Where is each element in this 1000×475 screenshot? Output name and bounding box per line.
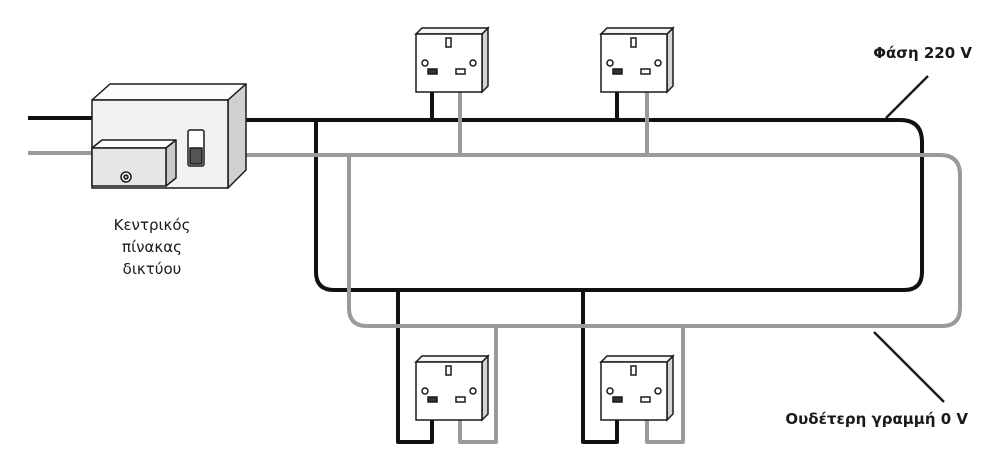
socket-neutral-pin: [455, 68, 466, 75]
live-wires: [28, 74, 924, 444]
neutral-wires: [28, 74, 962, 444]
panel-cover-side: [165, 139, 177, 187]
socket-screw-left: [606, 387, 614, 395]
socket-screw-right: [654, 387, 662, 395]
neutral-drop-bottom-2: [645, 326, 685, 444]
socket-screw-left: [421, 59, 429, 67]
socket-screw-left: [606, 59, 614, 67]
socket-side-face: [481, 26, 489, 94]
socket-neutral-pin: [640, 396, 651, 403]
panel-label-line-2: πίνακας: [122, 238, 182, 256]
socket-screw-right: [469, 59, 477, 67]
panel-cover-knob-inner: [123, 174, 129, 180]
panel-label-line-3: δικτύου: [123, 260, 182, 278]
panel-main-switch-lever: [189, 147, 203, 165]
panel-cover-top: [91, 139, 177, 149]
uk-socket-outlet-icon: [414, 26, 490, 94]
live-label: Φάση 220 V: [873, 44, 972, 62]
socket-live-pin: [427, 68, 438, 75]
socket-side-face: [481, 354, 489, 422]
neutral-drop-bottom-1: [458, 326, 498, 444]
panel-label-line-1: Κεντρικός: [114, 216, 191, 234]
socket-side-face: [666, 26, 674, 94]
panel-top-face: [91, 83, 247, 101]
socket-top-face: [599, 355, 675, 363]
socket-screw-right: [469, 387, 477, 395]
fuse-box-icon: [91, 83, 247, 189]
neutral-label: Ουδέτερη γραμμή 0 V: [785, 410, 968, 428]
uk-socket-outlet-icon: [599, 26, 675, 94]
socket-top-face: [599, 27, 675, 35]
socket-neutral-pin: [640, 68, 651, 75]
panel-side-face: [227, 83, 247, 189]
live-drop-bottom-1: [396, 290, 434, 444]
socket-live-pin: [612, 68, 623, 75]
socket-live-pin: [427, 396, 438, 403]
socket-side-face: [666, 354, 674, 422]
socket-earth-pin: [445, 37, 452, 48]
neutral-ring: [347, 153, 962, 328]
socket-live-pin: [612, 396, 623, 403]
live-label-leader: [885, 75, 929, 119]
socket-screw-right: [654, 59, 662, 67]
socket-top-face: [414, 355, 490, 363]
live-ring: [314, 118, 924, 292]
socket-top-face: [414, 27, 490, 35]
uk-socket-outlet-icon: [599, 354, 675, 422]
socket-earth-pin: [630, 365, 637, 376]
socket-earth-pin: [445, 365, 452, 376]
live-drop-bottom-2: [581, 290, 619, 444]
uk-socket-outlet-icon: [414, 354, 490, 422]
socket-earth-pin: [630, 37, 637, 48]
socket-neutral-pin: [455, 396, 466, 403]
socket-screw-left: [421, 387, 429, 395]
neutral-label-leader: [873, 331, 945, 403]
